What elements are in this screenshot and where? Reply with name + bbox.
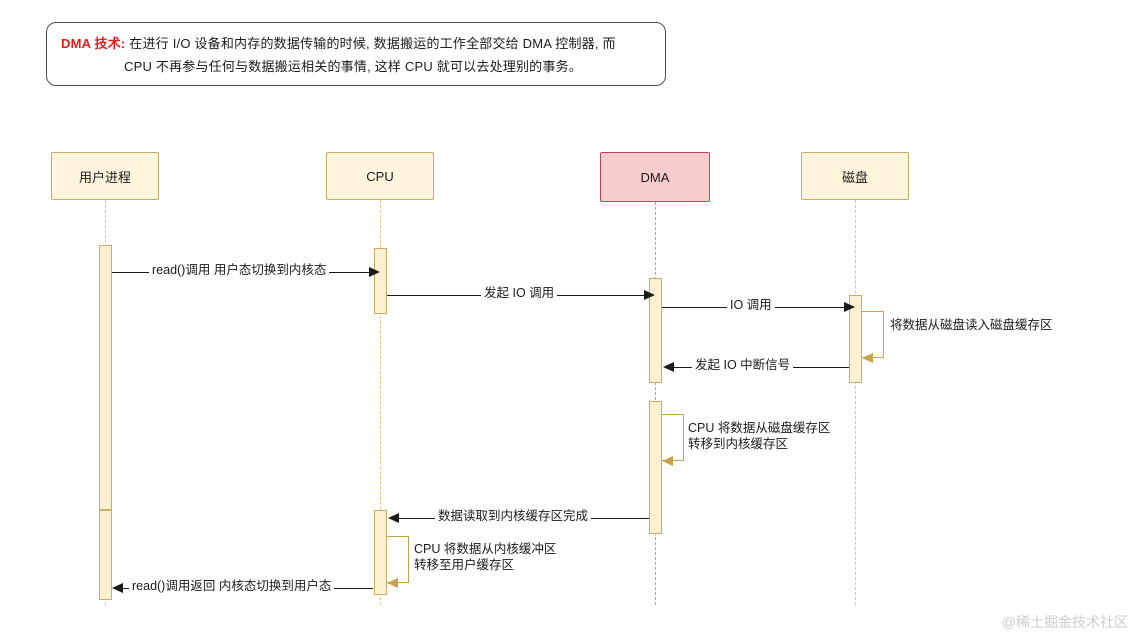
activation-dma-2	[649, 401, 662, 534]
arrowhead-io-call	[644, 290, 655, 300]
arrowhead-read-return	[112, 583, 123, 593]
selfloop-label-disk-read: 将数据从磁盘读入磁盘缓存区	[890, 318, 1053, 332]
participant-dma[interactable]: DMA	[600, 152, 710, 202]
participant-disk[interactable]: 磁盘	[801, 152, 909, 200]
arrowhead-cpu-transfer	[387, 578, 398, 588]
message-label-io-interrupt: 发起 IO 中断信号	[692, 358, 794, 373]
message-label-io-call-disk: IO 调用	[727, 298, 775, 313]
dma-note-callout: DMA 技术: 在进行 I/O 设备和内存的数据传输的时候, 数据搬运的工作全部…	[46, 22, 666, 86]
selfloop-disk-read	[862, 311, 884, 358]
note-line-1: DMA 技术: 在进行 I/O 设备和内存的数据传输的时候, 数据搬运的工作全部…	[61, 32, 651, 55]
lifeline-disk	[855, 200, 856, 605]
selfloop-dma-transfer	[662, 414, 684, 461]
selfloop-label-dma-transfer: CPU 将数据从磁盘缓存区 转移到内核缓存区	[688, 421, 831, 451]
message-label-read-kernel-done: 数据读取到内核缓存区完成	[435, 509, 592, 524]
participant-label-disk: 磁盘	[841, 169, 868, 185]
message-label-read-return: read()调用返回 内核态切换到用户态	[129, 579, 335, 594]
activation-disk-1	[849, 295, 862, 383]
activation-cpu-2	[374, 510, 387, 595]
note-line-1-text: 在进行 I/O 设备和内存的数据传输的时候, 数据搬运的工作全部交给 DMA 控…	[125, 36, 616, 51]
message-label-io-call: 发起 IO 调用	[481, 286, 558, 301]
arrowhead-io-call-disk	[844, 302, 855, 312]
participant-label-cpu: CPU	[366, 168, 394, 184]
note-title: DMA 技术:	[61, 36, 126, 51]
participant-cpu[interactable]: CPU	[326, 152, 434, 200]
participant-label-dma: DMA	[640, 169, 670, 185]
lifeline-cpu	[380, 200, 381, 605]
message-label-read-call: read()调用 用户态切换到内核态	[149, 263, 330, 278]
activation-user-process-2	[99, 510, 112, 600]
note-line-2: CPU 不再参与任何与数据搬运相关的事情, 这样 CPU 就可以去处理别的事务。	[124, 59, 582, 74]
arrowhead-read-call	[369, 267, 380, 277]
participant-label-user-process: 用户进程	[78, 169, 131, 185]
activation-dma-1	[649, 278, 662, 383]
arrowhead-disk-read	[862, 353, 873, 363]
arrowhead-dma-transfer	[662, 456, 673, 466]
activation-user-process-1	[99, 245, 112, 510]
participant-user-process[interactable]: 用户进程	[51, 152, 159, 200]
arrowhead-read-kernel-done	[388, 513, 399, 523]
arrowhead-io-interrupt	[663, 362, 674, 372]
selfloop-cpu-transfer	[387, 536, 409, 583]
selfloop-label-cpu-transfer: CPU 将数据从内核缓冲区 转移至用户缓存区	[414, 542, 557, 572]
watermark: @稀土掘金技术社区	[1001, 614, 1128, 630]
activation-cpu-1	[374, 248, 387, 314]
